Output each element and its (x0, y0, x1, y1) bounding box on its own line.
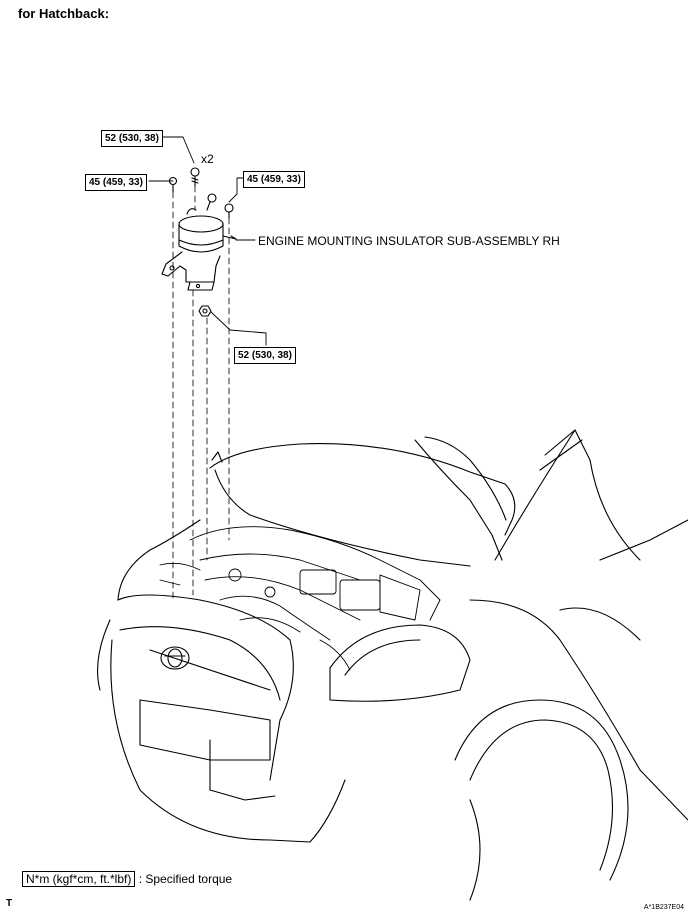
torque-label-right-bolt: 45 (459, 33) (243, 171, 305, 188)
figure-id: A*1B237E04 (643, 904, 684, 911)
legend-description: : Specified torque (138, 872, 233, 886)
legend-unit-box: N*m (kgf*cm, ft.*lbf) (22, 871, 136, 887)
torque-label-top-bolt: 52 (530, 38) (101, 130, 163, 147)
page-title: for Hatchback: (18, 6, 110, 21)
left-bolt-icon (168, 176, 178, 193)
right-bolt-lower-icon (224, 203, 234, 219)
bolt-count-label: x2 (201, 152, 214, 166)
torque-label-bottom-nut: 52 (530, 38) (234, 347, 296, 364)
bottom-nut-icon (198, 305, 212, 317)
top-bolt-x2-icon (190, 167, 200, 187)
torque-label-left-bolt: 45 (459, 33) (85, 174, 147, 191)
alignment-dashed-lines (172, 185, 230, 601)
corner-mark: T (6, 898, 13, 909)
right-bolt-upper-icon (206, 193, 217, 211)
torque-legend: N*m (kgf*cm, ft.*lbf) : Specified torque (22, 871, 233, 887)
engine-mounting-insulator-drawing (161, 208, 237, 291)
vehicle-front-drawing (97, 429, 688, 901)
part-name-label: ENGINE MOUNTING INSULATOR SUB-ASSEMBLY R… (258, 234, 560, 248)
torque-leader-lines (148, 136, 267, 346)
